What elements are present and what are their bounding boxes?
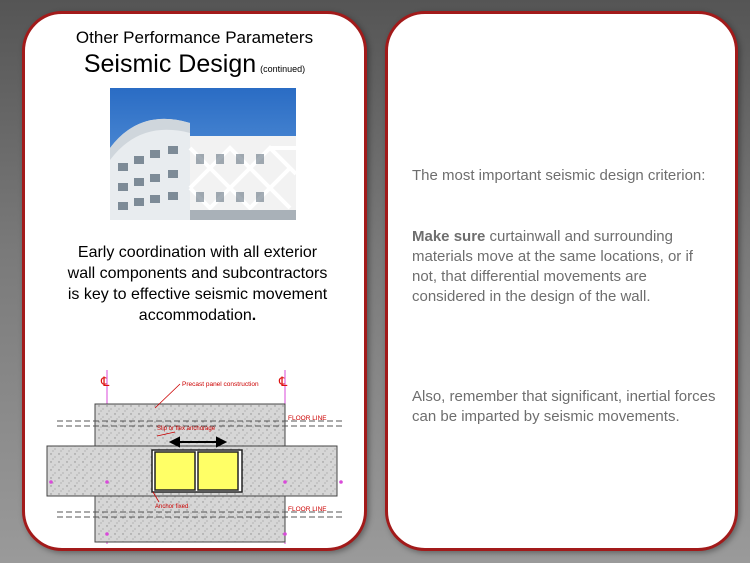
building-photo: [110, 88, 296, 220]
anchorage-leader: [156, 431, 176, 437]
anchor-fixed-leader: [152, 491, 160, 503]
precast-panel-bottom: [94, 495, 286, 543]
slide-title-text: Seismic Design: [83, 50, 257, 78]
slide-title: Seismic Design(continued): [25, 50, 364, 79]
floor-line-bottom-dashes: [57, 511, 345, 518]
anchor-points: [49, 480, 343, 536]
title-continued-note: (continued): [260, 64, 306, 74]
anchor-fixed-label: Anchor fixed: [155, 504, 188, 510]
seismic-detail-drawing: ℄ ℄ FLOOR LINE FLOOR LINE Precast panel …: [46, 370, 345, 544]
make-sure-paragraph: Make sure curtainwall and surrounding ma…: [412, 227, 722, 307]
right-card: The most important seismic design criter…: [385, 11, 738, 551]
left-card: Other Performance Parameters Seismic Des…: [22, 11, 367, 551]
centerline-left-label: ℄: [100, 375, 110, 390]
floor-line-top-label: FLOOR LINE: [288, 415, 327, 422]
centerline-right-label: ℄: [278, 375, 288, 390]
coordination-statement: Early coordination with all exterior wal…: [65, 242, 330, 326]
glass-unit-right: [197, 451, 239, 491]
criterion-heading: The most important seismic design criter…: [412, 167, 706, 184]
precast-label: Precast panel construction: [182, 381, 259, 388]
precast-leader: [154, 383, 181, 409]
slide-subtitle: Other Performance Parameters: [75, 28, 314, 47]
inertial-forces-note: Also, remember that significant, inertia…: [412, 388, 716, 425]
floor-line-top-dashes: [57, 420, 345, 427]
make-sure-bold: Make sure: [412, 228, 486, 245]
coordination-text: Early coordination with all exterior wal…: [67, 244, 328, 324]
floor-line-bottom-label: FLOOR LINE: [288, 506, 327, 513]
make-sure-text: curtainwall and surrounding materials mo…: [412, 228, 693, 305]
building-image: [110, 88, 296, 220]
glass-unit-left: [154, 451, 196, 491]
movement-arrow: [168, 436, 228, 448]
anchorage-label: Slip or flex anchorage: [157, 426, 216, 432]
coordination-period: .: [251, 307, 257, 324]
precast-panel-top: [94, 403, 286, 447]
